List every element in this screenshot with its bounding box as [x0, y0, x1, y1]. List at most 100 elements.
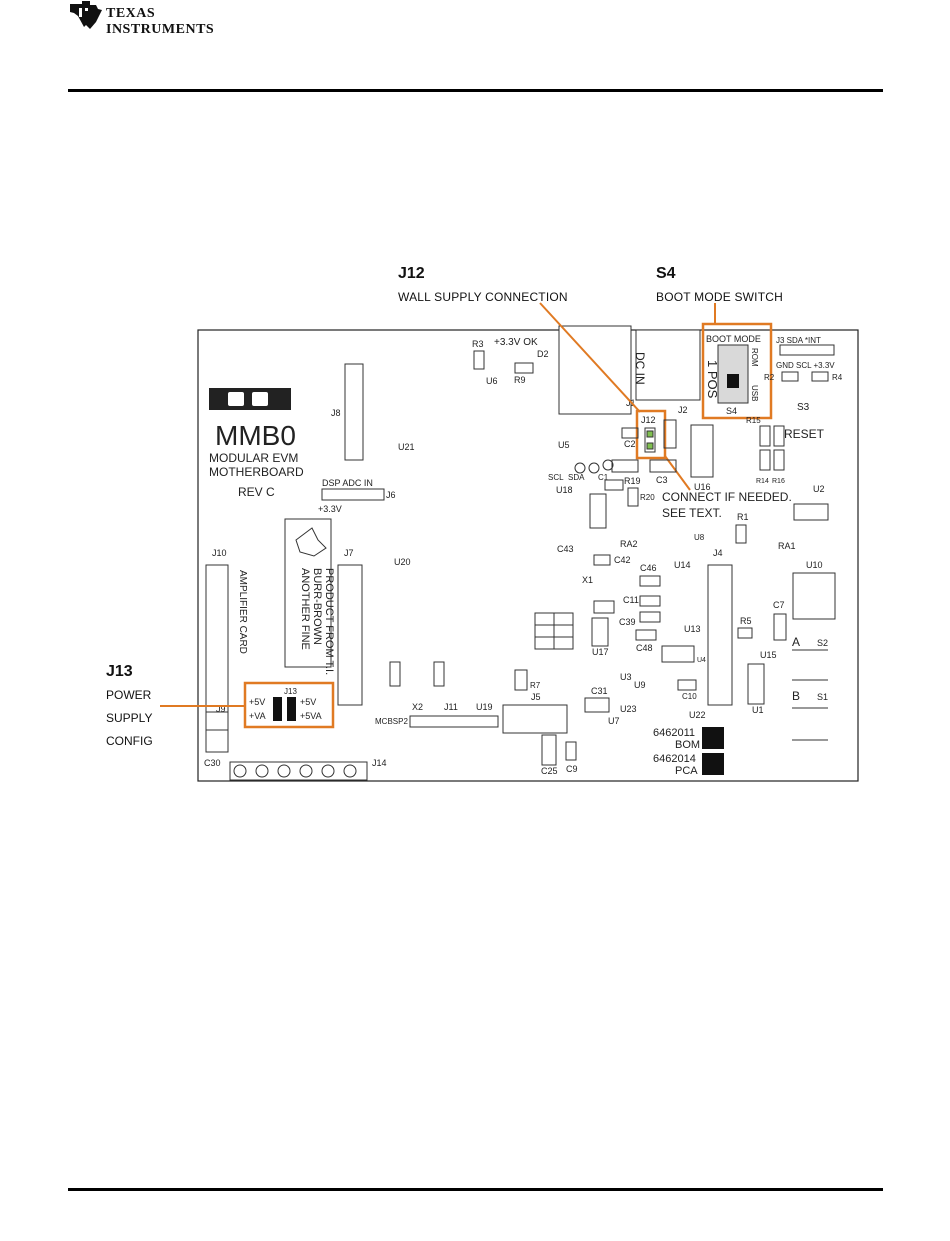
- c7-label: C7: [773, 600, 785, 610]
- j6-label: J6: [386, 490, 396, 500]
- s2-label: S2: [817, 638, 828, 648]
- ra2-label: RA2: [620, 539, 638, 549]
- j5-header: [502, 704, 568, 734]
- sda-label: SDA: [568, 473, 585, 482]
- j13-jumper-2: [287, 697, 296, 721]
- board-diagram: MMB0 MODULAR EVM MOTHERBOARD REV C J8 DS…: [160, 302, 859, 782]
- c3-label: C3: [656, 475, 668, 485]
- s4-callout-subtitle: BOOT MODE SWITCH: [656, 290, 783, 304]
- j13-callout-subtitle: POWER SUPPLY CONFIG: [106, 684, 153, 753]
- ti-logo-text: Texas Instruments: [106, 6, 214, 38]
- j9-header: [205, 711, 229, 753]
- r1-label: R1: [737, 512, 749, 522]
- logo-line-2: Instruments: [106, 22, 215, 37]
- s1-label: S1: [817, 692, 828, 702]
- j13-line-1: POWER: [106, 688, 152, 702]
- j13-left2-label: +VA: [249, 711, 266, 721]
- s4-switch-knob: [727, 374, 739, 388]
- j13-line-3: CONFIG: [106, 734, 153, 748]
- c9-label: C9: [566, 764, 578, 774]
- r16-label: R16: [772, 478, 785, 485]
- j8-header: [344, 363, 364, 461]
- slogan-line-1: ANOTHER FINE: [299, 568, 311, 650]
- c11-label: C11: [623, 595, 639, 605]
- u13-label: U13: [684, 624, 701, 634]
- dsp-adc-label: DSP ADC IN: [322, 478, 373, 488]
- j9-label: J9: [216, 704, 226, 714]
- pca-block: [702, 753, 724, 775]
- u2-label: U2: [813, 484, 825, 494]
- ti-logo-icon: [70, 1, 102, 29]
- r3-label: R3: [472, 339, 484, 349]
- c39-label: C39: [619, 617, 636, 627]
- scl-label: SCL: [548, 473, 564, 482]
- u14-label: U14: [674, 560, 691, 570]
- mcbsp-label: MCBSP2: [375, 717, 408, 726]
- j10-label: J10: [212, 548, 227, 558]
- u22-label: U22: [689, 710, 706, 720]
- texas-map-icon: [295, 527, 327, 557]
- c48-label: C48: [636, 643, 653, 653]
- rom-label: ROM: [750, 348, 759, 367]
- u19-label: U19: [476, 702, 493, 712]
- u7-label: U7: [608, 716, 620, 726]
- i2c-header-label: J3 SDA *INT: [776, 336, 821, 345]
- u15-label: U15: [760, 650, 777, 660]
- r5-label: R5: [740, 616, 752, 626]
- j12-note-leader: [664, 455, 691, 491]
- dc-in-label: DC IN: [633, 352, 647, 385]
- connect-note-2: SEE TEXT.: [662, 506, 722, 520]
- u1-label: U1: [752, 705, 764, 715]
- j2-label: J2: [678, 405, 688, 415]
- c31-label: C31: [591, 686, 608, 696]
- j12-highlight: [635, 409, 667, 460]
- j12-callout-subtitle: WALL SUPPLY CONNECTION: [398, 290, 568, 304]
- slogan-line-2: BURR-BROWN: [311, 568, 323, 645]
- logo-line-1: Texas: [106, 6, 156, 21]
- bom-label: BOM: [675, 739, 700, 751]
- j12-callout-title: J12: [398, 265, 425, 282]
- j14-terminal: [229, 761, 368, 781]
- j4-header: [707, 564, 733, 706]
- u3-label: U3: [620, 672, 632, 682]
- r15-label: R15: [746, 416, 761, 425]
- footer-rule: [68, 1188, 883, 1191]
- u21-label: U21: [398, 442, 415, 452]
- j13-right2-label: +5VA: [300, 711, 322, 721]
- board-outline: [197, 329, 859, 782]
- c30-label: C30: [204, 758, 221, 768]
- j12-leader: [539, 302, 641, 413]
- j13-left-label: +5V: [249, 697, 265, 707]
- board-revision: REV C: [238, 485, 275, 499]
- r14-label: R14: [756, 478, 769, 485]
- u16-label: U16: [694, 482, 711, 492]
- board-name-1: MODULAR EVM: [209, 451, 298, 465]
- j13-callout-title: J13: [106, 663, 133, 680]
- r20-label: R20: [640, 493, 655, 502]
- s4-highlight: [701, 322, 773, 420]
- j7-label: J7: [344, 548, 354, 558]
- u10-label: U10: [806, 560, 823, 570]
- header-rule: [68, 89, 883, 92]
- d2-label: D2: [537, 349, 549, 359]
- s3-label: S3: [797, 402, 810, 413]
- c46-label: C46: [640, 563, 657, 573]
- i2c-row2-label: GND SCL +3.3V: [776, 361, 835, 370]
- j10-header: [205, 564, 229, 731]
- u9-label: U9: [634, 680, 646, 690]
- j5-label: J5: [531, 692, 541, 702]
- u18-label: U18: [556, 485, 573, 495]
- u16-chip: [690, 424, 714, 478]
- bom-code: 6462011: [653, 727, 695, 739]
- u8-label: U8: [694, 533, 705, 542]
- boot-mode-label: BOOT MODE: [706, 334, 761, 344]
- c43-label: C43: [557, 544, 574, 554]
- slogan-box: [284, 518, 332, 668]
- j4-label: J4: [713, 548, 723, 558]
- x1-label: X1: [582, 575, 593, 585]
- j12-label: J12: [641, 415, 656, 425]
- amplifier-card-label: AMPLIFIER CARD: [237, 570, 248, 654]
- r19-label: R19: [624, 476, 641, 486]
- c10-label: C10: [682, 692, 697, 701]
- s4-callout-title: S4: [656, 265, 676, 282]
